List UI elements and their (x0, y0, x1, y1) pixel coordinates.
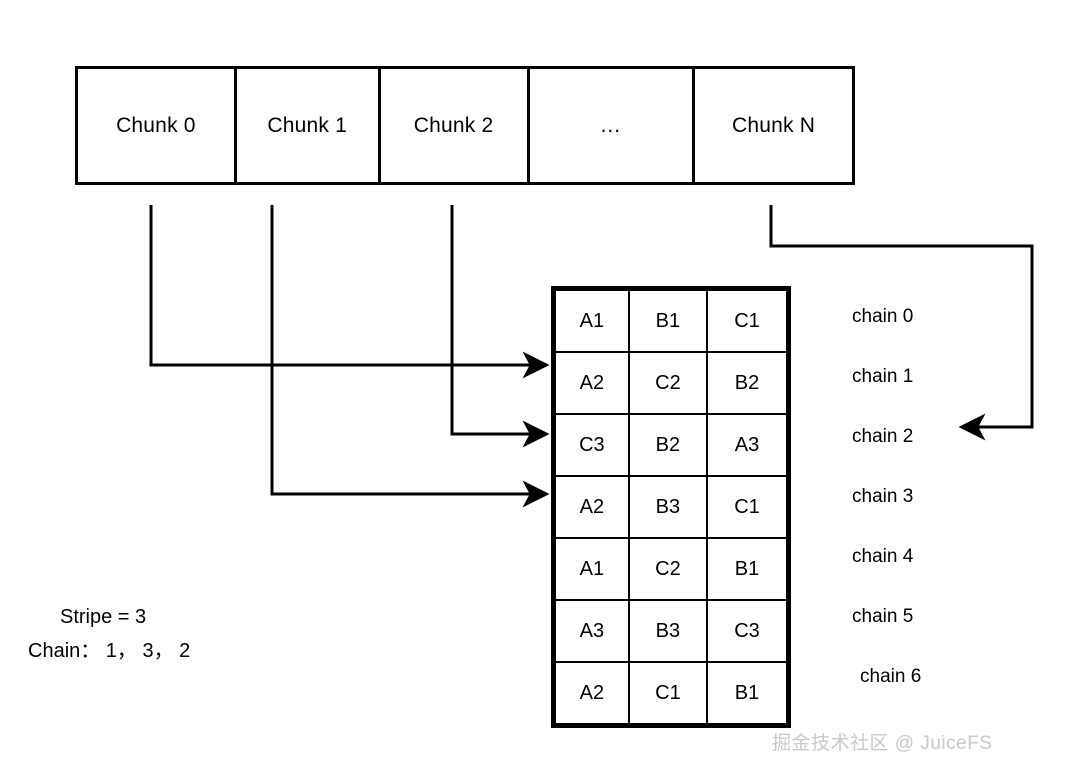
table-cell: C1 (706, 289, 788, 353)
table-cell: C1 (627, 661, 709, 725)
table-cell: C3 (706, 599, 788, 663)
chunk-cell-ellipsis: ... (530, 69, 696, 182)
chunk-cell-n: Chunk N (695, 69, 852, 182)
table-cell: A1 (554, 289, 630, 353)
table-row: A1 C2 B1 (554, 537, 788, 601)
table-cell: A2 (554, 661, 630, 725)
stripe-table-grid: A1 B1 C1 A2 C2 B2 C3 B2 A3 A2 B3 C1 (554, 289, 788, 725)
table-row: A2 C1 B1 (554, 661, 788, 725)
chain-label-4: chain 4 (852, 546, 914, 567)
connector-chunk0-to-chain1 (149, 205, 550, 379)
chain-label-5: chain 5 (852, 606, 914, 627)
table-row: A1 B1 C1 (554, 289, 788, 353)
chunk-label-2: Chunk 2 (413, 113, 494, 137)
table-cell: A2 (554, 351, 630, 415)
table-row: A2 B3 C1 (554, 475, 788, 539)
table-row: C3 B2 A3 (554, 413, 788, 477)
chain-label-1: chain 1 (852, 366, 914, 387)
chunk-label-0: Chunk 0 (116, 113, 196, 137)
chain-label-6: chain 6 (860, 666, 922, 687)
table-cell: B2 (627, 413, 709, 477)
table-cell: B3 (627, 599, 709, 663)
table-cell: B3 (627, 475, 709, 539)
table-row: A2 C2 B2 (554, 351, 788, 415)
table-cell: C1 (706, 475, 788, 539)
table-cell: C3 (554, 413, 630, 477)
table-cell: B1 (627, 289, 709, 353)
chunk-cell-2: Chunk 2 (381, 69, 530, 182)
chunk-cell-1: Chunk 1 (237, 69, 381, 182)
chunk-strip: Chunk 0 Chunk 1 Chunk 2 ... Chunk N (75, 66, 855, 185)
table-cell: A1 (554, 537, 630, 601)
table-cell: C2 (627, 351, 709, 415)
table-cell: B2 (706, 351, 788, 415)
table-cell: B1 (706, 537, 788, 601)
chunk-cell-0: Chunk 0 (78, 69, 237, 182)
watermark: 掘金技术社区 @ JuiceFS (772, 733, 993, 754)
table-cell: A3 (706, 413, 788, 477)
note-chain: Chain： 1， 3， 2 (28, 640, 191, 662)
table-cell: A3 (554, 599, 630, 663)
table-cell: B1 (706, 661, 788, 725)
table-cell: C2 (627, 537, 709, 601)
connector-chunk1-to-chain3 (270, 205, 550, 508)
stripe-table: A1 B1 C1 A2 C2 B2 C3 B2 A3 A2 B3 C1 (551, 286, 791, 728)
chunk-label-n: Chunk N (732, 113, 816, 137)
chunk-label-ellipsis: ... (600, 113, 622, 137)
chain-label-3: chain 3 (852, 486, 914, 507)
chain-label-2: chain 2 (852, 426, 914, 447)
chain-label-0: chain 0 (852, 306, 914, 327)
chunk-label-1: Chunk 1 (267, 113, 348, 137)
table-cell: A2 (554, 475, 630, 539)
table-row: A3 B3 C3 (554, 599, 788, 663)
note-stripe: Stripe = 3 (60, 606, 147, 628)
connector-chunk2-to-chain2 (450, 205, 550, 448)
